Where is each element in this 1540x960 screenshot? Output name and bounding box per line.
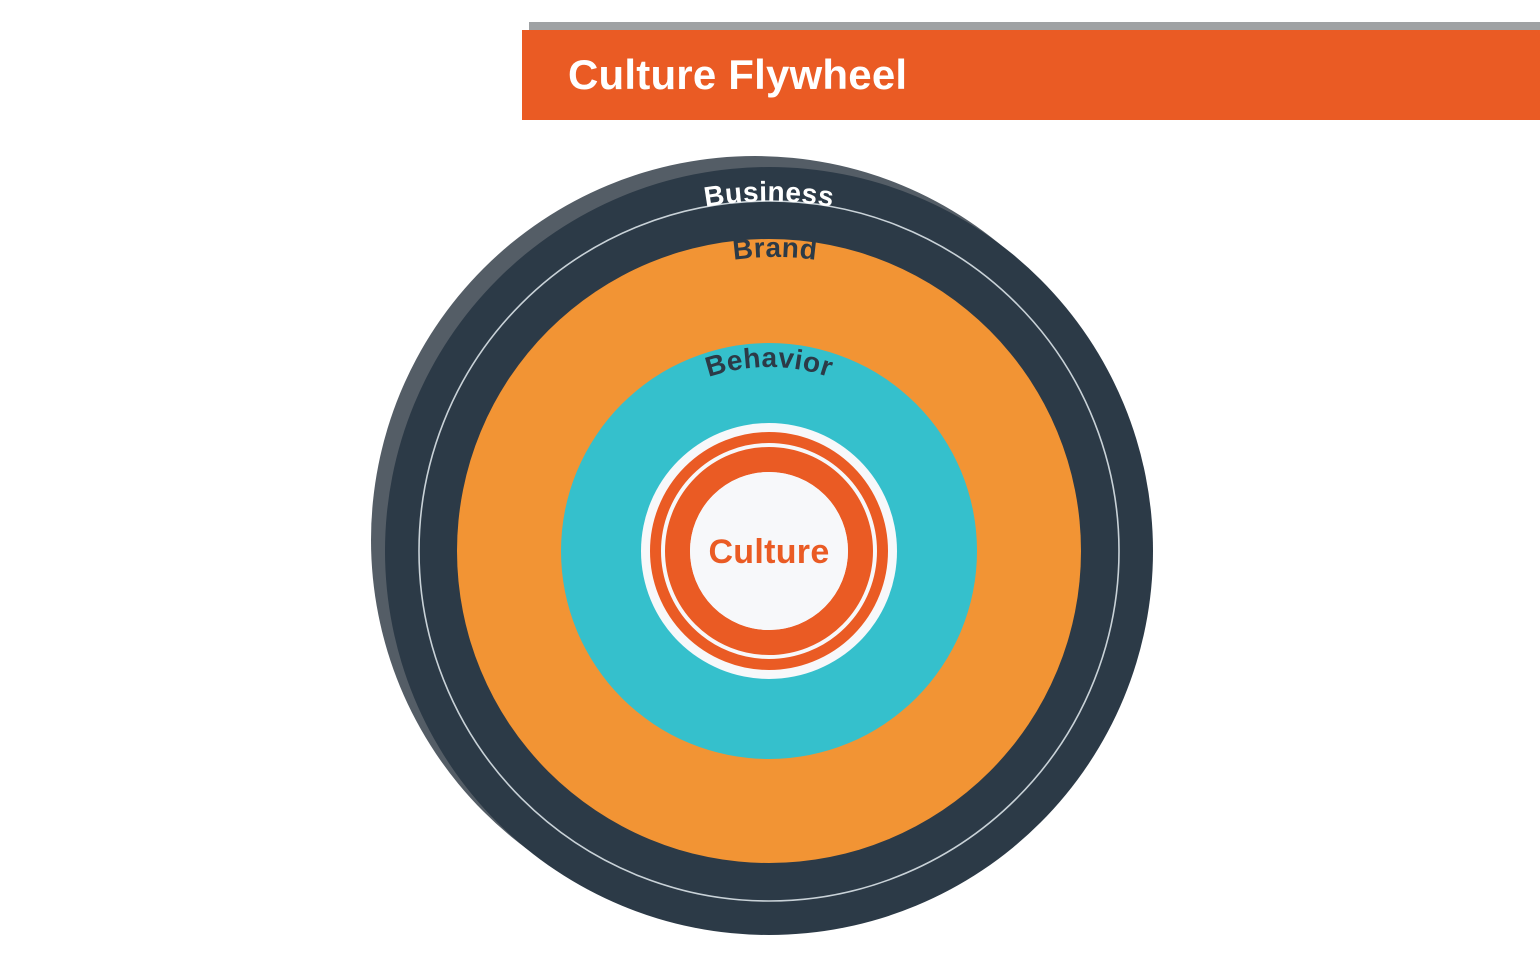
center-label-culture: Culture — [708, 533, 829, 571]
title-banner: Culture Flywheel — [522, 30, 1540, 120]
guide-circle — [418, 200, 1120, 902]
page-title: Culture Flywheel — [568, 51, 908, 98]
culture-inner-disc[interactable] — [690, 472, 848, 630]
ring-label-brand-text: Brand — [731, 232, 819, 266]
flywheel-svg: Business Brand Behavior Culture — [371, 156, 1153, 935]
ring-label-brand: Brand — [731, 232, 819, 266]
ring-label-business-text: Business — [702, 176, 836, 213]
culture-ring-gap — [661, 443, 877, 659]
culture-ring-outer — [650, 432, 888, 670]
ring-label-business: Business — [702, 176, 837, 213]
culture-flywheel-diagram: Business Brand Behavior Culture — [355, 140, 1195, 960]
